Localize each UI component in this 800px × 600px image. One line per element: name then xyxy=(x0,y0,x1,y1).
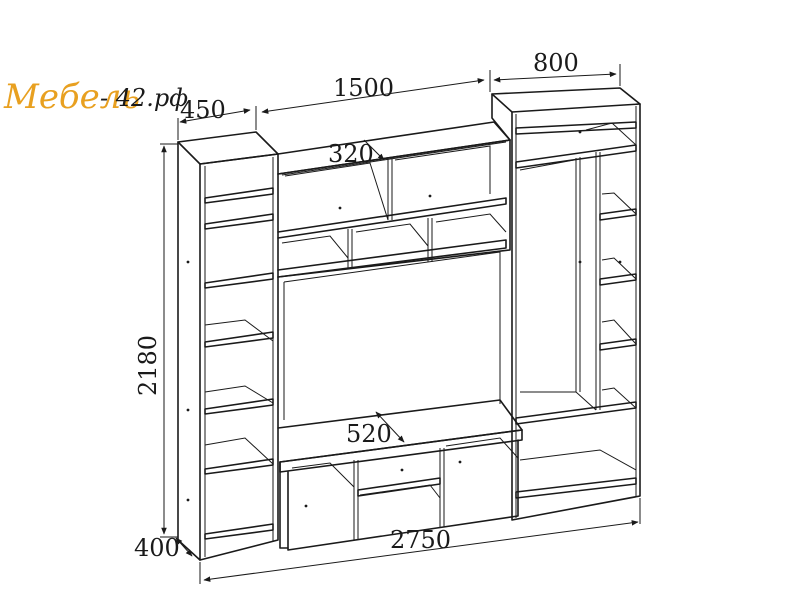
brand-logo: Мебель - 42.рф xyxy=(3,77,188,117)
dimension-labels: 450 1500 800 320 2180 520 400 2750 xyxy=(134,49,579,562)
dim-shelf-depth: 320 xyxy=(328,140,374,168)
logo-suffix: - 42.рф xyxy=(100,84,188,112)
right-cabinet xyxy=(491,87,641,521)
dim-right-width: 800 xyxy=(533,49,579,77)
dim-height: 2180 xyxy=(134,335,162,396)
hardware-dots xyxy=(186,130,622,508)
center-upper-unit xyxy=(277,121,511,278)
left-cabinet xyxy=(177,131,279,561)
dimension-lines xyxy=(160,64,641,584)
dim-total-width: 2750 xyxy=(390,526,451,554)
logo-brand: Мебель xyxy=(3,77,140,117)
tv-niche xyxy=(283,251,501,420)
dim-left-width: 450 xyxy=(180,96,226,124)
dim-depth: 400 xyxy=(134,534,180,562)
dim-center-width: 1500 xyxy=(333,74,394,102)
dim-tv-depth: 520 xyxy=(346,420,392,448)
